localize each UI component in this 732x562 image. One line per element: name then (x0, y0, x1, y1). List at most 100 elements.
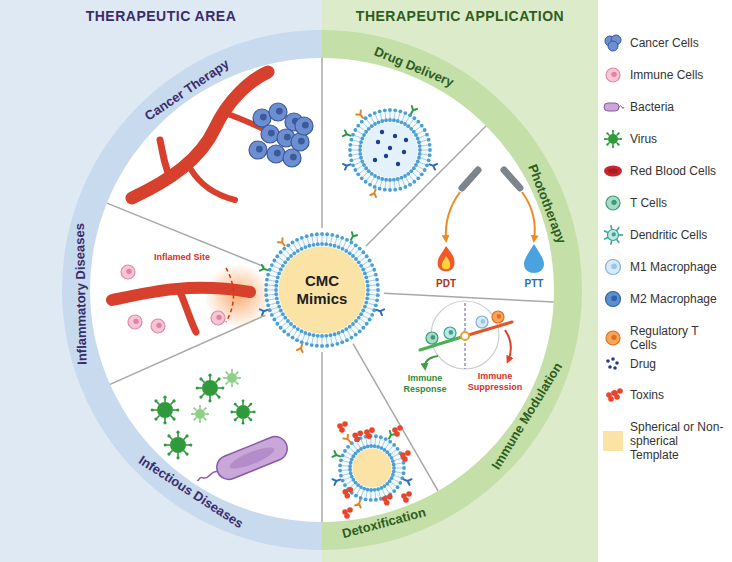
t-cell (606, 196, 620, 210)
core-mimic (351, 322, 355, 326)
core-mimic (264, 288, 268, 292)
core-mimic (272, 318, 276, 322)
core-mimic (295, 338, 299, 342)
drug-carrier (393, 108, 397, 112)
drug-dot (373, 158, 377, 162)
virus (604, 130, 622, 148)
tcell-icon (606, 196, 620, 210)
detox-particle (343, 449, 347, 453)
core-mimic (330, 233, 334, 237)
toxin (397, 425, 403, 431)
drug-carrier (353, 158, 359, 160)
toxin (382, 494, 393, 506)
core-mimic (343, 242, 346, 247)
core-mimic (274, 292, 278, 296)
cancer-cell (269, 103, 287, 121)
drug-carrier (348, 153, 352, 157)
core-mimic (344, 327, 348, 331)
core-mimic (279, 268, 283, 272)
core-mimic (354, 325, 358, 329)
drug-carrier (360, 169, 365, 173)
core-mimic (295, 238, 299, 242)
drug-carrier (364, 130, 368, 134)
drug-carrier (388, 118, 392, 122)
blood-vessel (112, 287, 250, 332)
cancer-cell (249, 141, 267, 159)
detox-particle (379, 439, 381, 445)
core-mimic (364, 301, 368, 305)
core-mimic (302, 240, 304, 246)
detox-particle (391, 459, 395, 463)
m1-macrophage (481, 319, 486, 324)
drug-carrier (362, 163, 366, 167)
drug-carrier (416, 137, 420, 141)
core-mimic (375, 278, 379, 282)
core-mimic (365, 297, 369, 301)
toxin (347, 507, 353, 513)
detox-particle (344, 456, 350, 458)
core-mimic (317, 338, 319, 344)
virus (225, 371, 227, 373)
core-mimic (268, 294, 274, 296)
virus-icon (604, 130, 622, 148)
drug-carrier (403, 122, 407, 126)
immune-cell (151, 319, 165, 333)
virus (618, 144, 620, 146)
virus (250, 419, 253, 422)
sector-divider (107, 58, 554, 522)
core-mimic (351, 247, 355, 252)
detox-particle (374, 498, 378, 502)
drug-carrier (392, 118, 396, 122)
t-cell (426, 332, 438, 344)
light-pen (504, 170, 520, 188)
core-mimic (366, 292, 370, 296)
drug-carrier (373, 185, 377, 189)
detox-particle (393, 479, 398, 482)
rbc-icon (608, 169, 618, 174)
cancer-cell (295, 117, 313, 135)
core-mimic (370, 290, 376, 291)
core-mimic (275, 254, 279, 258)
drug-carrier (406, 117, 409, 122)
core-mimic (350, 336, 354, 340)
dc-icon (604, 225, 623, 244)
core-mimic (270, 263, 274, 267)
drug-carrier (388, 188, 392, 192)
detox-particle (392, 443, 396, 447)
drug-carrier (388, 178, 392, 182)
drug-carrier (385, 112, 387, 118)
legend-label: T Cells (630, 196, 728, 210)
core-mimic (365, 311, 370, 314)
core-mimic (330, 343, 334, 347)
detox-particle (392, 466, 396, 470)
drug-carrier (420, 162, 426, 164)
detox-particle (384, 437, 388, 441)
flame-icon (438, 246, 455, 271)
toxin (337, 421, 348, 433)
virus (172, 417, 175, 420)
cancer-icon (605, 35, 621, 51)
detox-particle (395, 458, 401, 460)
core-mimic (268, 285, 274, 287)
virus (250, 403, 253, 406)
m2-macrophage (611, 295, 617, 301)
detox-particle (402, 466, 406, 470)
core-mimic (315, 232, 319, 236)
drug-carrier (403, 111, 407, 115)
core-mimic (369, 299, 375, 300)
drug-carrier (422, 150, 428, 151)
virus (189, 443, 192, 446)
drug-icon (606, 357, 619, 370)
core-mimic (361, 250, 365, 254)
core-mimic (283, 260, 287, 264)
core-mimic (331, 337, 332, 343)
core-mimic (274, 288, 278, 292)
drug-carrier (400, 120, 404, 124)
drug-carrier (348, 148, 352, 152)
core-mimic (279, 247, 366, 334)
drug-carrier (385, 182, 387, 188)
sector-title: Inflammatory Diseases (72, 223, 90, 365)
core-mimic (281, 312, 285, 316)
core-mimic (374, 273, 378, 277)
toxin (344, 493, 350, 499)
